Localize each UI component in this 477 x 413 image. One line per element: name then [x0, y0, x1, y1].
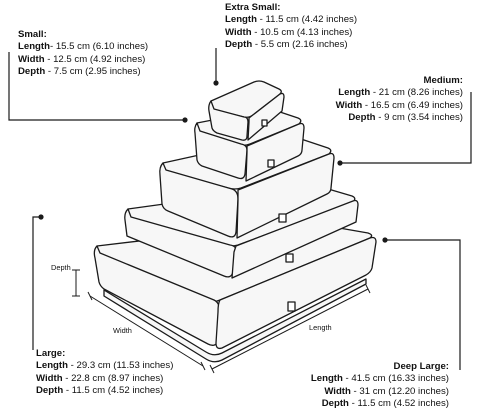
extra-small-spec: Extra Small: Length - 11.5 cm (4.42 inch… [225, 2, 357, 52]
small-title: Small: [18, 29, 47, 40]
extra-small-width-row: Width - 10.5 cm (4.13 inches) [225, 26, 353, 38]
small-width-row: Width - 12.5 cm (4.92 inches) [18, 53, 146, 65]
small-depth-row: Depth - 7.5 cm (2.95 inches) [18, 66, 141, 78]
extra-small-length-row: Length - 11.5 cm (4.42 inches) [225, 14, 358, 26]
medium-depth-row: Depth - 9 cm (3.54 inches) [348, 112, 463, 124]
medium-title: Medium: [423, 75, 463, 86]
small-spec: Small: Length- 15.5 cm (6.10 inches) Wid… [18, 29, 148, 79]
large-length-row: Length - 29.3 cm (11.53 inches) [36, 360, 174, 372]
extra-small-title: Extra Small: [225, 2, 281, 13]
deep-large-title: Deep Large: [393, 361, 449, 372]
deep-large-width-row: Width - 31 cm (12.20 inches) [324, 385, 449, 397]
leader-lines [8, 48, 472, 370]
width-dimension-label: Width [113, 326, 132, 335]
length-dimension-label: Length [309, 323, 332, 332]
medium-length-row: Length - 21 cm (8.26 inches) [338, 87, 463, 99]
dimension-markers [72, 269, 371, 374]
medium-width-row: Width - 16.5 cm (6.49 inches) [335, 99, 463, 111]
large-title: Large: [36, 348, 66, 359]
small-length-row: Length- 15.5 cm (6.10 inches) [18, 41, 149, 53]
deep-large-depth-row: Depth - 11.5 cm (4.52 inches) [321, 398, 449, 410]
extra-small-box [208, 80, 285, 141]
deep-large-length-row: Length - 41.5 cm (16.33 inches) [310, 373, 449, 385]
leader-small [8, 52, 185, 121]
large-spec: Large: Length - 29.3 cm (11.53 inches) W… [36, 348, 173, 398]
leader-large [32, 216, 41, 350]
leader-deep-large [385, 239, 461, 370]
depth-dimension-label: Depth [51, 263, 71, 272]
medium-spec: Medium: Length - 21 cm (8.26 inches) Wid… [336, 75, 463, 125]
deep-large-spec: Deep Large: Length - 41.5 cm (16.33 inch… [311, 361, 449, 411]
leader-medium [340, 92, 472, 164]
extra-small-depth-row: Depth - 5.5 cm (2.16 inches) [225, 39, 348, 51]
large-width-row: Width - 22.8 cm (8.97 inches) [36, 372, 164, 384]
large-depth-row: Depth - 11.5 cm (4.52 inches) [36, 385, 164, 397]
